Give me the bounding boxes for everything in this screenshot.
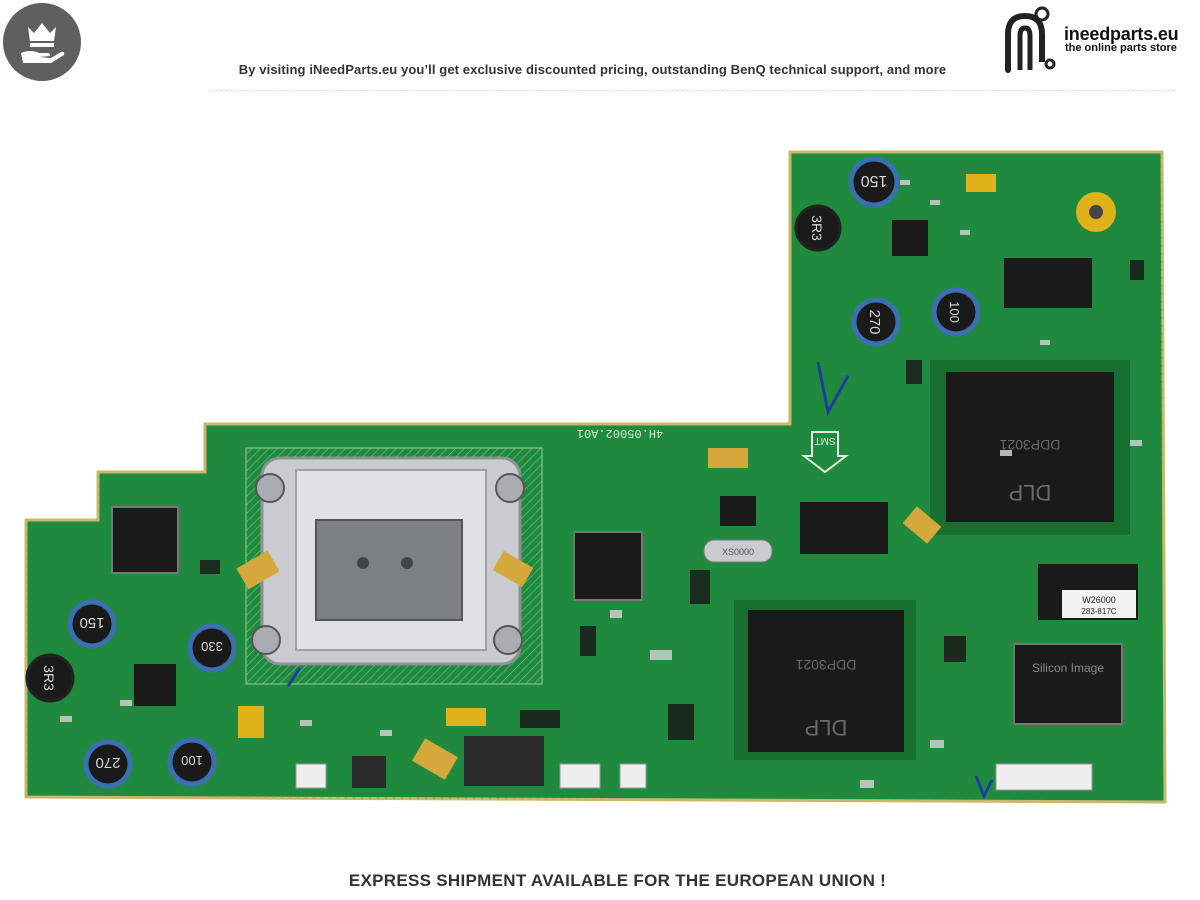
small-connector-3 xyxy=(559,763,601,789)
sticker-label: W26000 283-817C xyxy=(1038,564,1138,620)
chip-silicon-image: Silicon Image xyxy=(1013,643,1123,725)
svg-text:DDP3021: DDP3021 xyxy=(999,437,1060,453)
inductor-5: 150 xyxy=(67,599,117,649)
gold-pin-5 xyxy=(412,738,458,780)
chip-small-1 xyxy=(134,664,176,706)
crystal-oscillator: XS0000 xyxy=(703,539,773,563)
shipping-note: EXPRESS SHIPMENT AVAILABLE FOR THE EUROP… xyxy=(348,871,887,890)
chip-ram-2 xyxy=(1004,258,1092,308)
svg-text:3R3: 3R3 xyxy=(41,665,57,691)
svg-text:150: 150 xyxy=(861,172,888,189)
inductor-9: 100 xyxy=(167,737,217,787)
header-connector xyxy=(464,736,544,786)
pcb-label: 4H.05002.A01 xyxy=(577,426,663,440)
tantalum-cap-1 xyxy=(966,174,996,192)
chip-small-3 xyxy=(720,496,756,526)
svg-text:270: 270 xyxy=(95,754,120,771)
svg-text:100: 100 xyxy=(947,301,962,323)
chip-ram-1 xyxy=(800,502,888,554)
dlp-chip-large-bottom: DDP3021 DLP xyxy=(734,600,916,760)
svg-text:SMT: SMT xyxy=(814,435,835,446)
svg-text:DLP: DLP xyxy=(1009,480,1052,505)
brand-subtitle: the online parts store xyxy=(1065,42,1177,54)
small-connector-2 xyxy=(352,756,386,788)
svg-text:DDP3021: DDP3021 xyxy=(795,657,856,673)
crown-hand-icon xyxy=(3,3,81,81)
svg-text:Silicon Image: Silicon Image xyxy=(1032,661,1104,675)
brand-name: ineedparts.eu xyxy=(1064,24,1179,44)
inductor-2: 3R3 xyxy=(794,204,842,252)
crown-hand-glyph xyxy=(21,23,65,63)
gold-pin-3 xyxy=(708,448,748,468)
svg-text:XS0000: XS0000 xyxy=(722,547,754,557)
chip-mid-left xyxy=(111,506,179,574)
tantalum-cap-3 xyxy=(446,708,486,726)
inductor-8: 270 xyxy=(83,739,133,789)
chip-mid-center xyxy=(573,531,643,601)
gold-pin-1 xyxy=(236,550,280,590)
inductor-3: 270 xyxy=(851,297,901,347)
tantalum-cap-2 xyxy=(238,706,264,738)
svg-text:270: 270 xyxy=(866,309,883,334)
inductor-6: 3R3 xyxy=(25,653,75,703)
svg-text:3R3: 3R3 xyxy=(809,215,825,241)
chip-small-2 xyxy=(892,220,928,256)
svg-text:283-817C: 283-817C xyxy=(1081,607,1116,616)
small-connector-4 xyxy=(619,763,647,789)
smd-components xyxy=(60,180,1144,788)
inductor-1: 150 xyxy=(848,156,900,208)
tagline-divider xyxy=(210,90,1175,91)
tagline: By visiting iNeedParts.eu you’ll get exc… xyxy=(238,62,947,77)
circuit-board-image: DDP3021 DLP DDP3021 DLP Silicon Image W2… xyxy=(24,150,1167,804)
gold-pin-2 xyxy=(492,550,534,588)
svg-text:W26000: W26000 xyxy=(1082,595,1116,605)
svg-text:330: 330 xyxy=(201,639,223,654)
inductor-4: 100 xyxy=(931,287,981,337)
svg-text:150: 150 xyxy=(79,614,104,631)
inductor-7: 330 xyxy=(187,623,237,673)
smt-stamp: SMT xyxy=(801,431,849,474)
dlp-chip-large-right: DDP3021 DLP xyxy=(930,360,1130,535)
small-connector-1 xyxy=(295,763,327,789)
svg-text:100: 100 xyxy=(181,753,203,768)
gold-pin-4 xyxy=(902,506,942,544)
svg-text:DLP: DLP xyxy=(805,715,848,740)
ffc-connector xyxy=(995,763,1093,791)
ineedparts-logo-icon xyxy=(1005,6,1056,73)
marker-stroke xyxy=(816,361,850,417)
